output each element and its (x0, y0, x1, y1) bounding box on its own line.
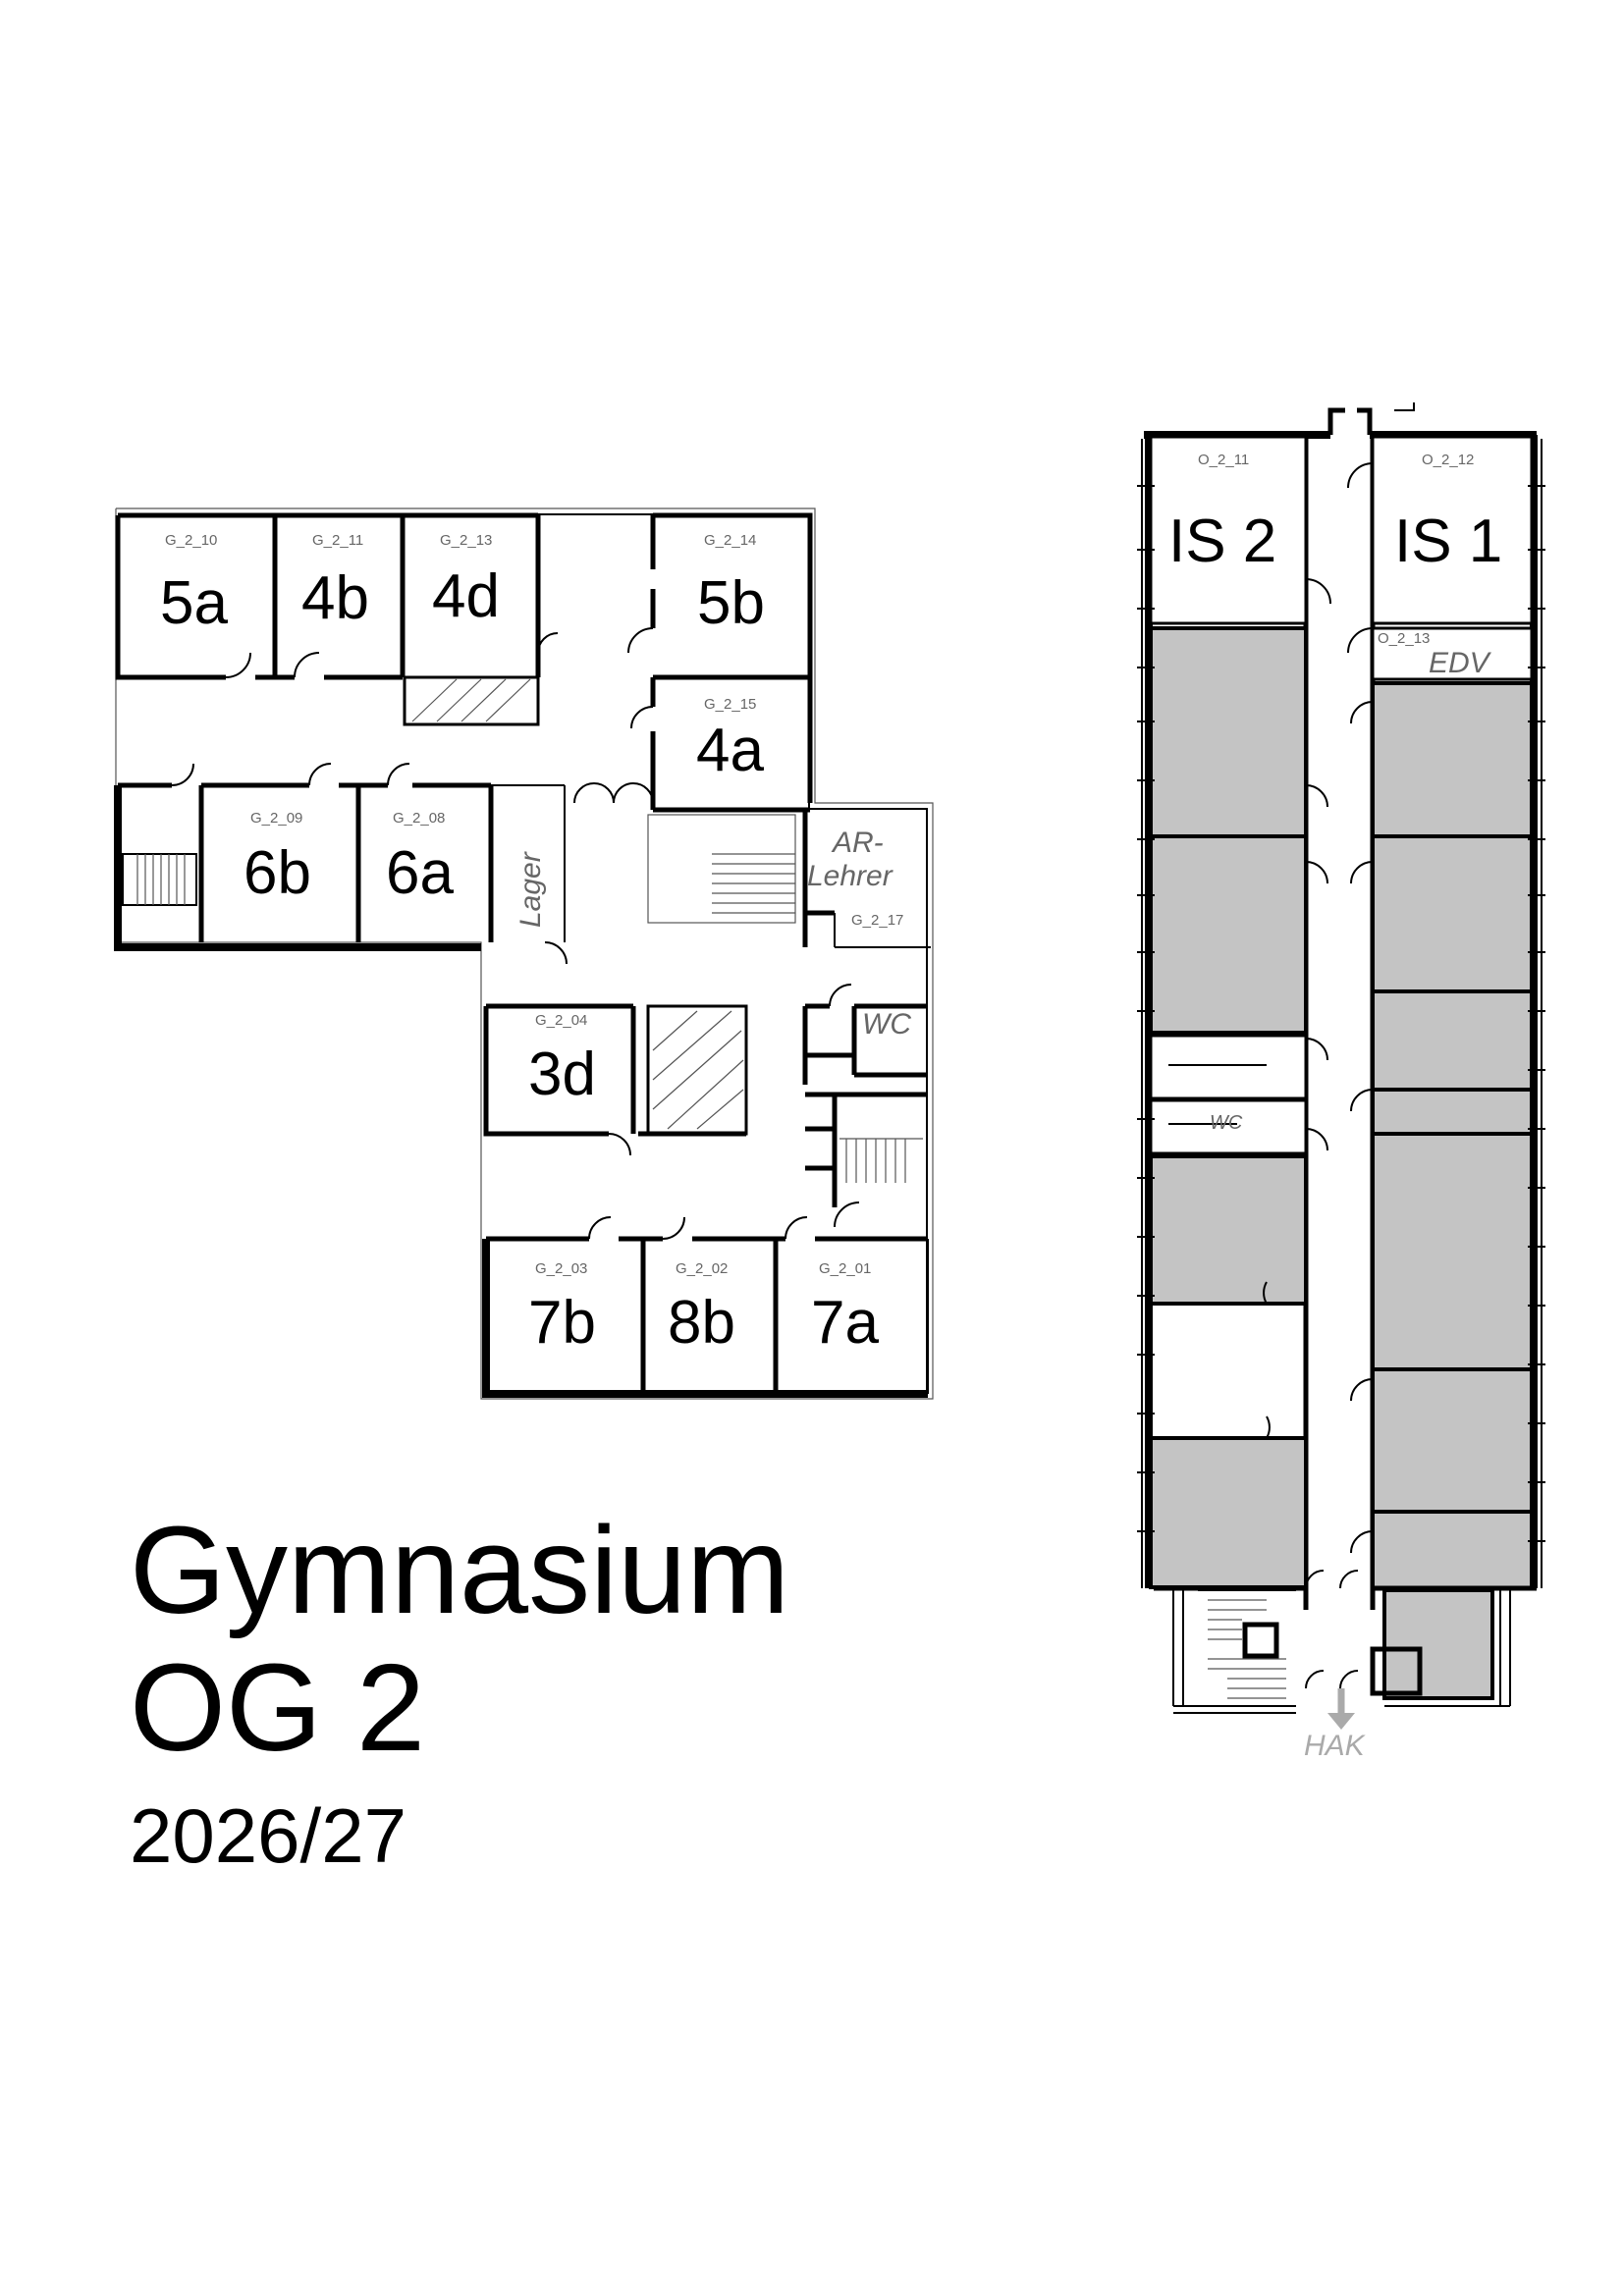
stairs-right-bottom (1154, 1585, 1537, 1714)
room-grey (1382, 1588, 1494, 1700)
room-grey (1371, 989, 1534, 1092)
room-label: 4d (432, 562, 500, 630)
room-code: G_2_13 (440, 532, 492, 549)
room-grey (1149, 1154, 1308, 1306)
title-floor: OG 2 (130, 1638, 426, 1777)
ar-label-line2: Lehrer (807, 860, 893, 892)
room-grey (1371, 681, 1534, 838)
room-code: G_2_17 (851, 912, 903, 929)
title-block: Gymnasium OG 2 2026/27 (130, 1502, 789, 1885)
room-label: 4b (301, 564, 369, 632)
room-label: 5b (697, 569, 765, 637)
exit-arrow-icon (1327, 1688, 1355, 1730)
doors-right (1263, 462, 1374, 1689)
exit-label: HAK (1304, 1730, 1367, 1762)
wc-label: WC (1210, 1112, 1243, 1134)
building-left (114, 507, 934, 1400)
ar-label-line1: AR- (831, 827, 884, 859)
title-school: Gymnasium (130, 1501, 790, 1639)
room-code: G_2_10 (165, 532, 217, 549)
title-year: 2026/27 (130, 1792, 406, 1879)
room-grey (1371, 1132, 1534, 1371)
doors-left (171, 627, 860, 1240)
storage-hatch (411, 678, 531, 722)
room-code: O_2_13 (1378, 630, 1430, 647)
room-label: 7a (811, 1289, 879, 1357)
room-label: 6a (386, 839, 454, 907)
room-grey (1371, 1510, 1534, 1590)
void-hatch (652, 1010, 744, 1130)
room-code: G_2_02 (676, 1260, 728, 1277)
room-code: O_2_11 (1198, 452, 1249, 468)
room-label: 4a (696, 717, 764, 784)
room-code: G_2_08 (393, 810, 445, 827)
left-labels: G_2_10 5a G_2_11 4b G_2_13 4d G_2_14 5b … (160, 532, 911, 1357)
room-code: G_2_03 (535, 1260, 587, 1277)
room-grey (1371, 1367, 1534, 1514)
room-label: IS 1 (1394, 507, 1502, 575)
right-labels: O_2_11 IS 2 O_2_12 IS 1 O_2_13 EDV WC HA… (1168, 452, 1502, 1762)
room-grey (1371, 834, 1534, 993)
room-grey (1371, 1088, 1534, 1136)
room-grey (1149, 626, 1308, 838)
room-code: G_2_11 (312, 532, 363, 549)
window-ticks (1137, 485, 1545, 1542)
lager-label: Lager (514, 851, 547, 928)
room-code: G_2_14 (704, 532, 756, 549)
wc-label: WC (862, 1008, 911, 1041)
room-code: G_2_15 (704, 696, 756, 713)
room-label: 8b (668, 1289, 735, 1357)
stairs-central (647, 814, 796, 924)
room-label: 3d (528, 1041, 596, 1108)
room-label: 5a (160, 569, 228, 637)
stairs-left (122, 853, 197, 906)
room-label: 7b (528, 1289, 596, 1357)
room-grey (1149, 834, 1308, 1035)
edv-label: EDV (1429, 647, 1492, 679)
stairs-lower (839, 1138, 923, 1183)
room-code: G_2_09 (250, 810, 302, 827)
room-code: G_2_04 (535, 1012, 587, 1029)
room-label: IS 2 (1168, 507, 1276, 575)
building-right (1137, 402, 1545, 1730)
room-code: O_2_12 (1422, 452, 1474, 468)
room-grey (1149, 1436, 1308, 1589)
room-label: 6b (244, 839, 311, 907)
room-code: G_2_01 (819, 1260, 871, 1277)
